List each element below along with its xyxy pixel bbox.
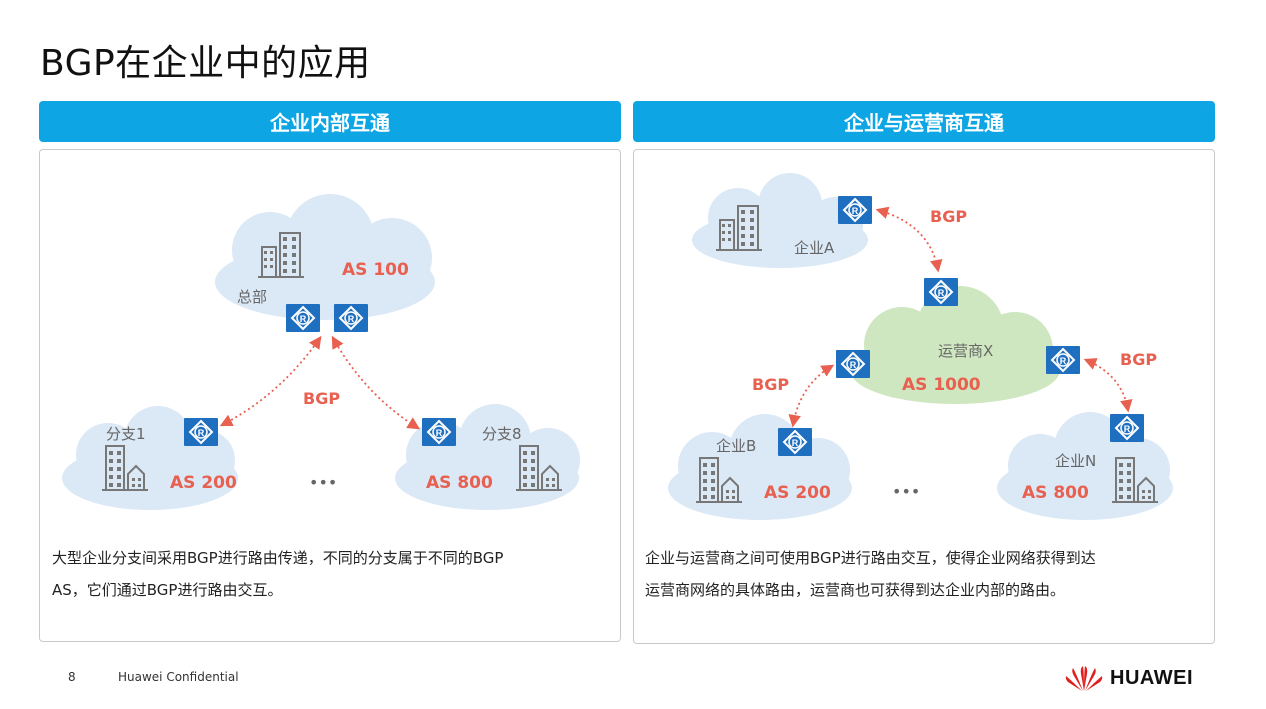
- branch1-router-icon: [183, 417, 219, 447]
- branch8-router-icon: [421, 417, 457, 447]
- enterprise-n-router-icon: [1109, 413, 1145, 443]
- huawei-logo-icon: [1065, 666, 1103, 691]
- bgp-link-enterprise-b: [788, 364, 835, 428]
- isp-as-label: AS 1000: [902, 375, 981, 395]
- enterprise-b-label: 企业B: [716, 437, 756, 455]
- branch1-label: 分支1: [106, 425, 146, 443]
- enterprise-n-as-label: AS 800: [1022, 483, 1089, 503]
- hq-cloud: [215, 194, 435, 320]
- isp-left-router-icon: [835, 349, 871, 379]
- branch1-as-label: AS 200: [170, 473, 237, 493]
- enterprise-n-label: 企业N: [1055, 452, 1096, 470]
- bgp-label-right-right: BGP: [1120, 350, 1157, 369]
- left-description-line1: 大型企业分支间采用BGP进行路由传递，不同的分支属于不同的BGP: [52, 549, 504, 567]
- bgp-link-enterprise-a: [875, 206, 943, 273]
- ellipsis-right: •••: [892, 482, 920, 501]
- bgp-link-branch1: [219, 335, 322, 427]
- bgp-label-right-left: BGP: [752, 375, 789, 394]
- hq-as-label: AS 100: [342, 260, 409, 280]
- hq-label: 总部: [237, 288, 267, 306]
- right-panel-header: 企业与运营商互通: [633, 101, 1215, 142]
- hq-router2-icon: [333, 303, 369, 333]
- branch8-as-label: AS 800: [426, 473, 493, 493]
- right-description: 企业与运营商之间可使用BGP进行路由交互，使得企业网络获得到达 运营商网络的具体…: [645, 542, 1205, 606]
- isp-cloud: [850, 286, 1060, 404]
- isp-right-router-icon: [1045, 345, 1081, 375]
- isp-label: 运营商X: [938, 342, 993, 360]
- hq-router1-icon: [285, 303, 321, 333]
- page-title: BGP在企业中的应用: [40, 43, 371, 84]
- isp-top-router-icon: [923, 277, 959, 307]
- brand-name: HUAWEI: [1110, 666, 1193, 689]
- left-description-line2: AS，它们通过BGP进行路由交互。: [52, 581, 283, 599]
- page-number: 8: [68, 670, 76, 684]
- left-panel-header: 企业内部互通: [39, 101, 621, 142]
- bgp-label-top: BGP: [930, 207, 967, 226]
- confidential-label: Huawei Confidential: [118, 670, 239, 684]
- huawei-logo: HUAWEI: [1064, 664, 1193, 692]
- enterprise-b-cloud: [668, 414, 852, 520]
- right-description-line1: 企业与运营商之间可使用BGP进行路由交互，使得企业网络获得到达: [645, 549, 1096, 567]
- enterprise-b-router-icon: [777, 427, 813, 457]
- right-description-line2: 运营商网络的具体路由，运营商也可获得到达企业内部的路由。: [645, 581, 1066, 599]
- branch8-label: 分支8: [482, 425, 522, 443]
- bgp-link-branch8: [331, 335, 421, 430]
- ellipsis-left: •••: [309, 473, 337, 492]
- bgp-label-left: BGP: [303, 389, 340, 408]
- enterprise-b-as-label: AS 200: [764, 483, 831, 503]
- bgp-link-enterprise-n: [1083, 358, 1133, 413]
- enterprise-a-label: 企业A: [794, 239, 835, 257]
- enterprise-a-router-icon: [837, 195, 873, 225]
- left-description: 大型企业分支间采用BGP进行路由传递，不同的分支属于不同的BGP AS，它们通过…: [52, 542, 612, 606]
